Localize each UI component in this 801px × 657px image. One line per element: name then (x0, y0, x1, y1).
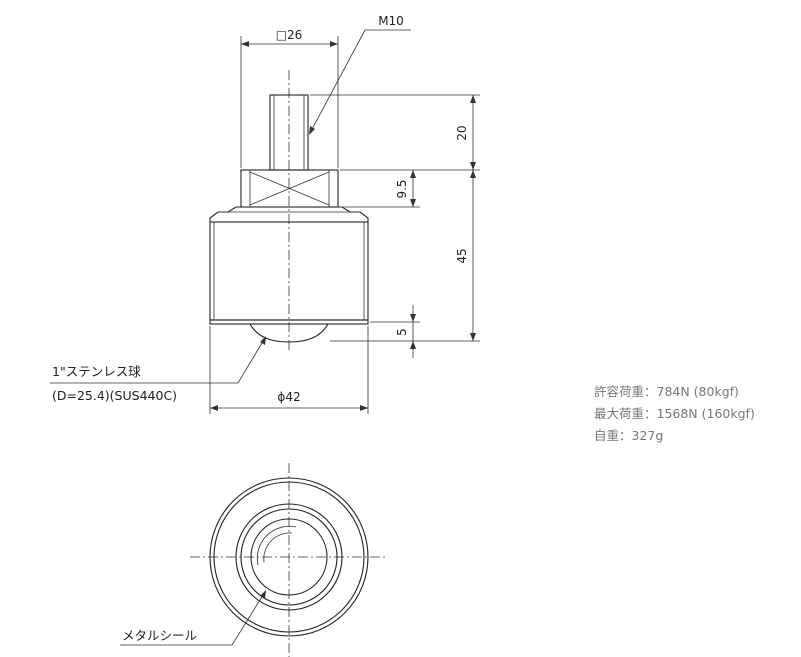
allowable-load: 許容荷重：784N (80kgf) (594, 384, 739, 399)
outer-ring (209, 477, 369, 637)
ball-label-2: (D=25.4)(SUS440C) (52, 388, 177, 403)
side-view (209, 70, 369, 352)
max-load: 最大荷重：1568N (160kgf) (594, 406, 755, 421)
spec-block: 許容荷重：784N (80kgf) 最大荷重：1568N (160kgf) 自重… (594, 381, 755, 447)
dim-hex-width: □26 (276, 28, 303, 42)
dim-body-diameter: ϕ42 (277, 390, 300, 404)
seal-label: メタルシール (122, 628, 197, 643)
ball-callout: 1"ステンレス球 (D=25.4)(SUS440C) (50, 336, 266, 403)
ball-highlight-2 (263, 532, 293, 563)
ball-circle (250, 518, 328, 596)
bottom-ring (209, 319, 369, 325)
metal-seal (235, 503, 343, 611)
dim-body-height: 45 (455, 248, 469, 263)
dim-hex-height: 9.5 (395, 179, 409, 198)
ball-label-1: 1"ステンレス球 (52, 364, 141, 379)
hex-cross-2 (249, 171, 330, 206)
weight: 自重：327g (594, 428, 664, 443)
stainless-ball (249, 323, 329, 343)
dimensions: □26 M10 20 9.5 45 5 (209, 14, 480, 414)
bottom-view (190, 463, 388, 657)
dim-ball-protrusion: 5 (395, 328, 409, 336)
ball-highlight (256, 525, 297, 566)
seal-callout: メタルシール (120, 590, 266, 646)
dim-thread: M10 (378, 14, 404, 28)
body-ring (213, 481, 365, 633)
dim-stud-length: 20 (455, 125, 469, 140)
seal-inner (240, 508, 338, 606)
